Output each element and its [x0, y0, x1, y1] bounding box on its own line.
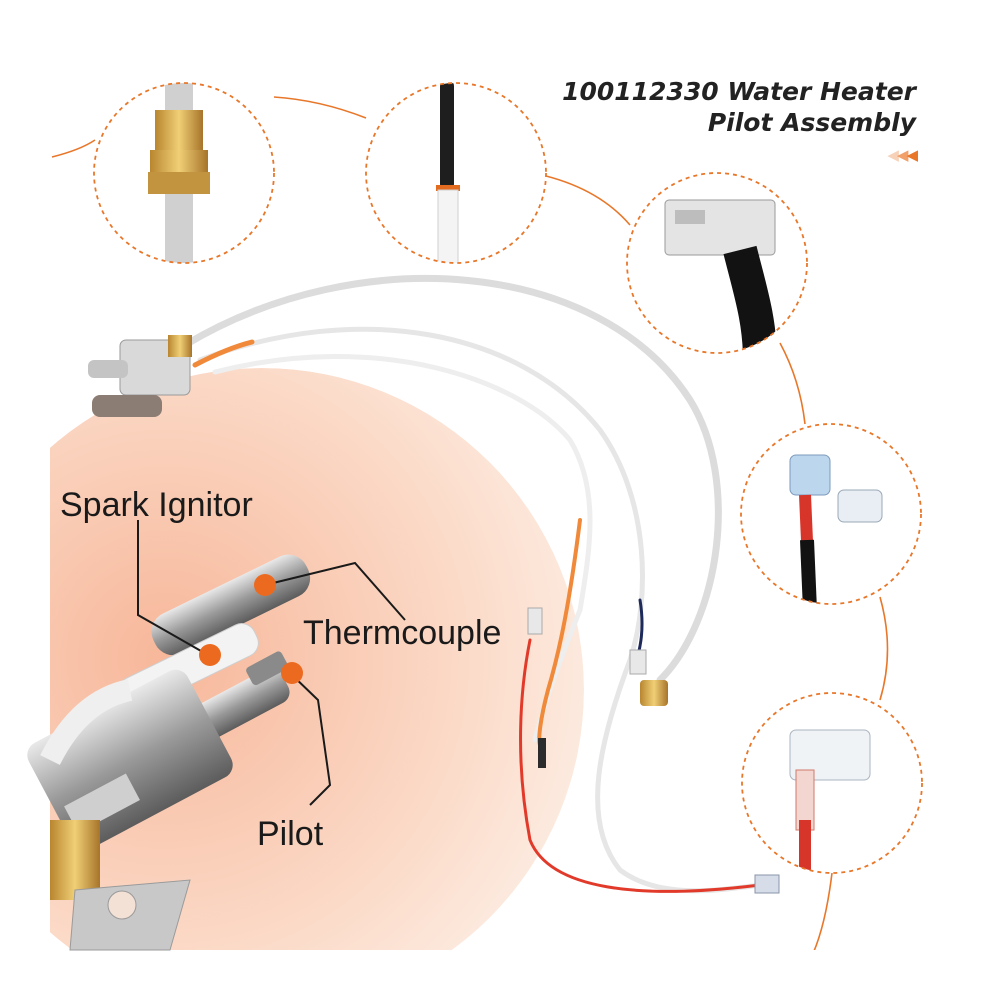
arrow-decoration-icon: ◀◀◀: [887, 147, 918, 164]
detail-brass-fitting: [148, 83, 210, 263]
detail-borders: [93, 82, 923, 874]
label-spark-ignitor: Spark Ignitor: [60, 486, 253, 524]
wire-terminals: [527, 607, 780, 894]
label-thermocouple: Thermcouple: [303, 614, 502, 652]
connector-lines: [51, 96, 889, 961]
wiring-harness: [181, 275, 763, 894]
title-line-2: Pilot Assembly: [707, 108, 916, 137]
product-title: 100112330 Water Heater Pilot Assembly: [562, 76, 916, 138]
title-line-1: 100112330 Water Heater: [562, 77, 916, 106]
label-pilot: Pilot: [257, 815, 324, 853]
detail-red-wire-connectors: [789, 454, 883, 604]
callout-leaders: [137, 520, 406, 806]
pilot-head: [88, 335, 192, 417]
closeup-assembly: [27, 554, 311, 951]
callout-dots: [199, 574, 303, 684]
detail-thermocouple-tip: [436, 83, 460, 263]
